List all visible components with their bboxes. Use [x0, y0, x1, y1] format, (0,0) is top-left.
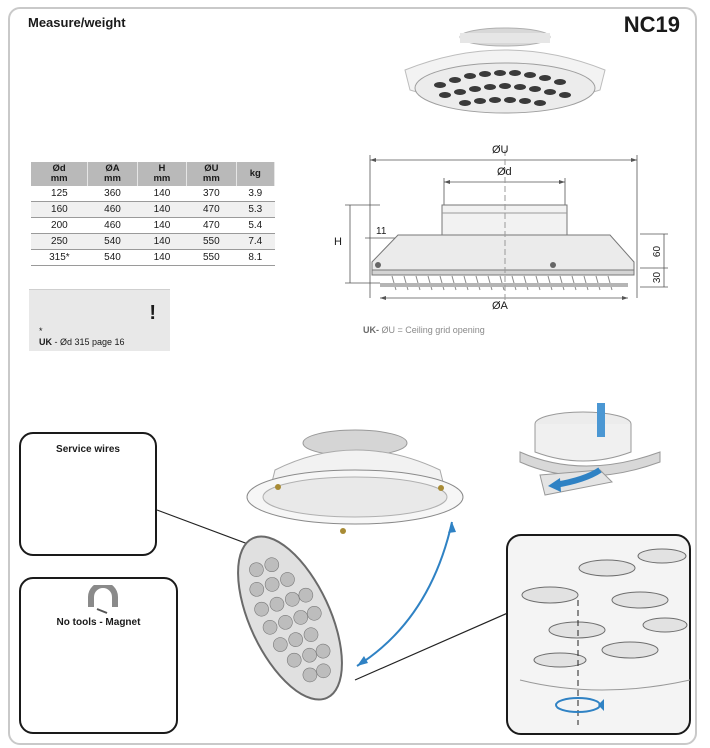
cell: 550	[186, 233, 237, 250]
dim-h-label: H	[334, 236, 342, 248]
dim-a-label: ØA	[492, 300, 508, 312]
dim-u-label: ØU	[492, 144, 509, 156]
service-wires-label: Service wires	[56, 444, 120, 455]
cell: 7.4	[236, 233, 275, 250]
note-text: UK - Ød 315 page 16	[39, 337, 125, 347]
service-wires-callout: Service wires	[19, 432, 157, 556]
product-code: NC19	[623, 12, 680, 37]
cell: 8.1	[236, 249, 275, 266]
cell: 140	[137, 249, 187, 266]
cell: 140	[137, 217, 187, 234]
cell: 315*	[31, 249, 88, 266]
section-title: Measure/weight	[28, 15, 126, 30]
cell: 250	[31, 233, 88, 250]
note-asterisk: *	[39, 326, 43, 336]
cell: 550	[186, 249, 237, 266]
cell: 470	[186, 201, 237, 218]
cell: 160	[31, 201, 88, 218]
cell: 370	[186, 186, 237, 202]
magnet-icon	[88, 585, 118, 614]
warning-icon: !	[149, 302, 156, 324]
cell: 5.4	[236, 217, 275, 234]
cell: 460	[87, 217, 138, 234]
cell: 140	[137, 201, 187, 218]
cell: 140	[137, 186, 187, 202]
cell: 540	[87, 249, 138, 266]
cell: 140	[137, 233, 187, 250]
page-frame	[8, 7, 697, 745]
cell: 540	[87, 233, 138, 250]
cell: 360	[87, 186, 138, 202]
dim-11-label: 11	[376, 226, 387, 237]
cell: 470	[186, 217, 237, 234]
dim-d-label: Ød	[497, 166, 512, 178]
cell: 200	[31, 217, 88, 234]
cell: 460	[87, 201, 138, 218]
col-header: kg	[236, 162, 276, 186]
cell: 3.9	[236, 186, 275, 202]
magnet-label: No tools - Magnet	[56, 617, 141, 628]
drawing-caption: UK- ØU = Ceiling grid opening	[363, 325, 485, 335]
magnet-callout: No tools - Magnet	[19, 577, 178, 734]
cell: 5.3	[236, 201, 275, 218]
note-box: ! * UK - Ød 315 page 16	[29, 289, 170, 351]
cell: 125	[31, 186, 88, 202]
